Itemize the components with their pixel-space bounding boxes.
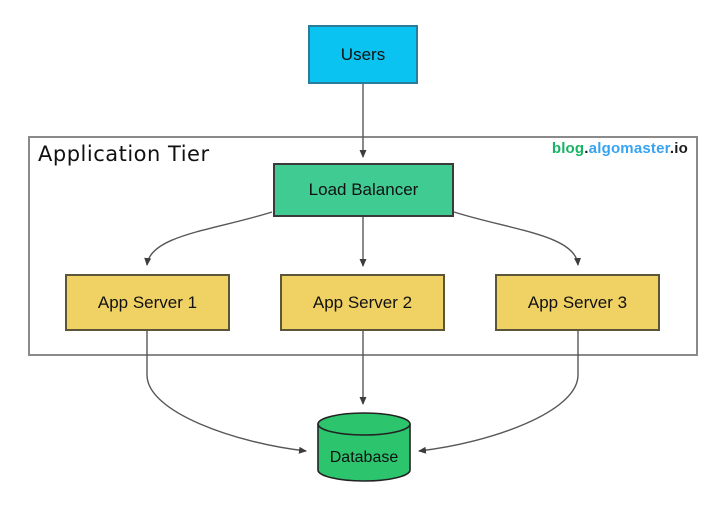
- node-app-server-1-label: App Server 1: [97, 292, 198, 312]
- watermark-io: .io: [669, 140, 688, 157]
- node-app-server-3: App Server 3: [495, 274, 660, 331]
- node-database-label: Database: [329, 449, 399, 466]
- watermark-algomaster: algomaster: [588, 140, 670, 157]
- node-app-server-2: App Server 2: [280, 274, 445, 331]
- application-tier-label: Application Tier: [38, 142, 210, 166]
- watermark: blog.algomaster.io: [552, 140, 688, 157]
- node-load-balancer: Load Balancer: [273, 163, 454, 217]
- node-database: [317, 412, 411, 482]
- watermark-dot: .: [584, 140, 589, 157]
- node-users-label: Users: [340, 44, 386, 64]
- watermark-blog: blog: [551, 140, 585, 157]
- node-app-server-1: App Server 1: [65, 274, 230, 331]
- node-app-server-2-label: App Server 2: [312, 292, 413, 312]
- node-users: Users: [308, 25, 418, 84]
- node-app-server-3-label: App Server 3: [527, 292, 628, 312]
- node-load-balancer-label: Load Balancer: [308, 180, 419, 199]
- database-cylinder-top: [317, 412, 411, 436]
